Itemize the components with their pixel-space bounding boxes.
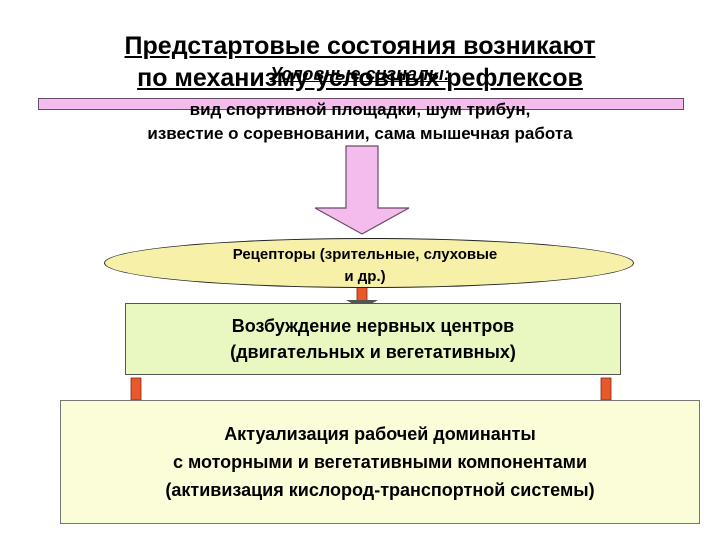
signals-text: вид спортивной площадки, шум трибун, изв…: [0, 98, 720, 146]
receptors-line-1: Рецепторы (зрительные, слуховые: [232, 246, 498, 263]
signals-label: Условные сигналы:: [270, 64, 450, 84]
slide-title: Предстартовые состояния возникают по мех…: [0, 30, 720, 94]
receptors-line-2: и др.): [344, 268, 386, 285]
signals-line-2: известие о соревновании, сама мышечная р…: [147, 124, 573, 143]
title-line-1: Предстартовые состояния возникают: [124, 32, 596, 60]
excitation-box: Возбуждение нервных центров (двигательны…: [125, 303, 621, 375]
actualization-box: Актуализация рабочей доминанты с моторны…: [60, 400, 700, 524]
receptors-text: Рецепторы (зрительные, слуховые и др.): [170, 244, 560, 288]
excitation-line-2: (двигательных и вегетативных): [230, 342, 516, 362]
title-line-2: по механизму условных рефлексов: [137, 64, 583, 92]
actualization-line-3: (активизация кислород-транспортной систе…: [165, 480, 595, 500]
signals-line-1: вид спортивной площадки, шум трибун,: [189, 100, 531, 119]
pink-down-arrow: [314, 145, 410, 235]
actualization-line-2: с моторными и вегетативными компонентами: [172, 452, 588, 472]
signals-bar: [38, 98, 684, 110]
excitation-line-1: Возбуждение нервных центров: [231, 316, 515, 336]
actualization-line-1: Актуализация рабочей доминанты: [224, 424, 536, 444]
receptors-ellipse: [104, 238, 634, 288]
